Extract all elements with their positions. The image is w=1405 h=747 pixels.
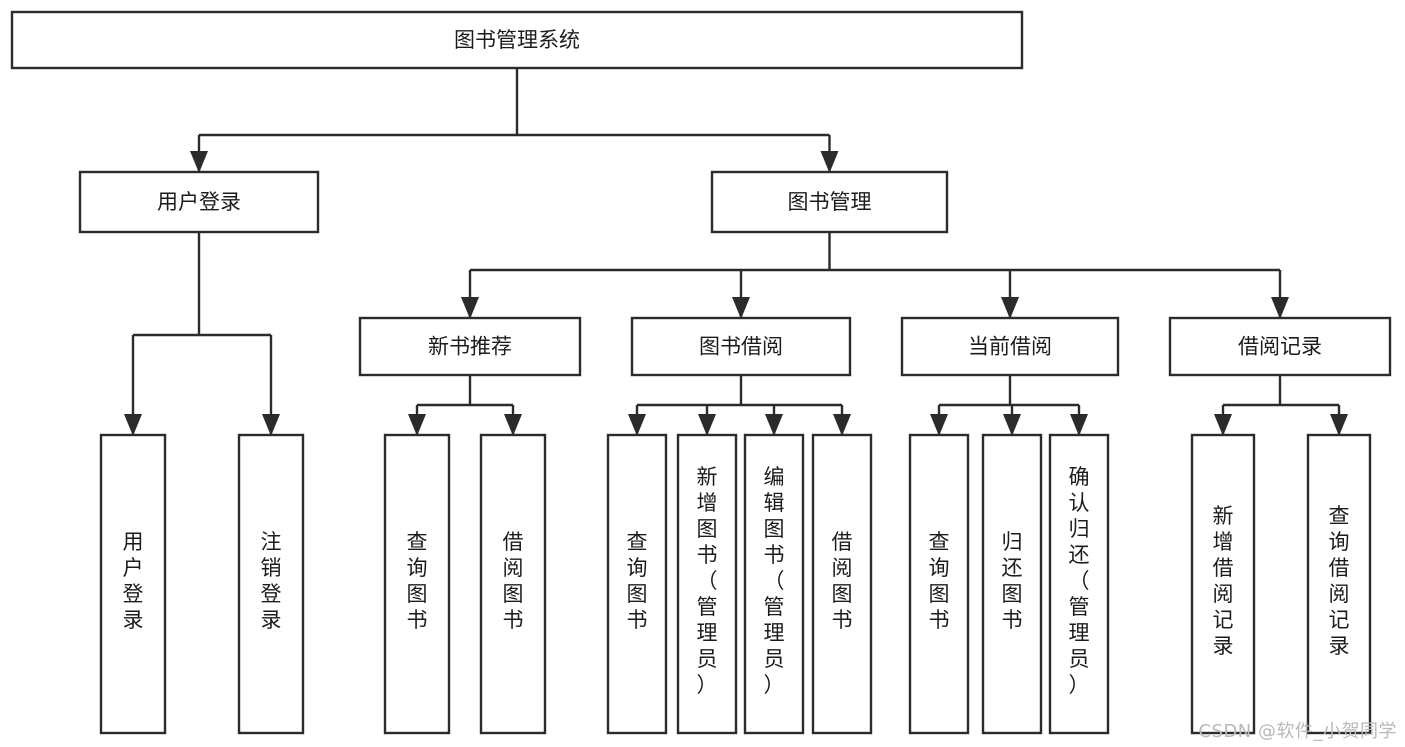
arrow-head-icon	[190, 151, 208, 173]
arrow-head-icon	[1271, 297, 1289, 319]
arrow-head-icon	[461, 297, 479, 319]
node-label: 图书管理	[788, 190, 872, 214]
node-leaf-9[interactable]: 查询图书	[908, 433, 970, 735]
node-label: 图书借阅	[699, 335, 783, 359]
node-category-3[interactable]: 当前借阅	[900, 316, 1120, 377]
node-label: 用户登录	[123, 530, 144, 632]
node-label: 确认归还（管理员）	[1069, 465, 1090, 697]
node-label: 新增借阅记录	[1213, 504, 1234, 658]
node-leaf-4[interactable]: 借阅图书	[479, 433, 547, 735]
node-book-management[interactable]: 图书管理	[710, 170, 949, 234]
arrow-head-icon	[408, 414, 426, 436]
arrow-head-icon	[1001, 297, 1019, 319]
node-label: 注销登录	[261, 530, 282, 632]
node-category-4[interactable]: 借阅记录	[1168, 316, 1392, 377]
arrow-head-icon	[1214, 414, 1232, 436]
arrow-head-icon	[698, 414, 716, 436]
node-label: 查询图书	[929, 530, 950, 632]
arrow-head-icon	[1330, 414, 1348, 436]
node-user-login[interactable]: 用户登录	[78, 170, 320, 234]
arrow-head-icon	[732, 297, 750, 319]
arrow-head-icon	[628, 414, 646, 436]
arrow-head-icon	[820, 151, 839, 173]
node-leaf-8[interactable]: 借阅图书	[811, 433, 873, 735]
node-leaf-13[interactable]: 查询借阅记录	[1306, 433, 1372, 735]
arrow-head-icon	[1003, 414, 1021, 436]
node-label: 借阅图书	[832, 530, 853, 632]
node-label: 查询图书	[407, 530, 428, 632]
node-leaf-5[interactable]: 查询图书	[606, 433, 668, 735]
node-leaf-10[interactable]: 归还图书	[981, 433, 1043, 735]
node-leaf-1[interactable]: 用户登录	[99, 433, 167, 735]
node-root-book-management-system[interactable]: 图书管理系统	[10, 10, 1024, 70]
node-label: 新书推荐	[428, 335, 512, 359]
arrow-head-icon	[1070, 414, 1088, 436]
node-leaf-2[interactable]: 注销登录	[237, 433, 305, 735]
node-category-1[interactable]: 新书推荐	[358, 316, 582, 377]
node-label: 借阅图书	[503, 530, 524, 632]
node-label: 查询图书	[627, 530, 648, 632]
watermark-label: CSDN @软件_小贺同学	[1198, 721, 1397, 742]
node-leaf-11[interactable]: 确认归还（管理员）	[1048, 433, 1110, 735]
node-label: 新增图书（管理员）	[697, 465, 718, 697]
arrow-head-icon	[765, 414, 783, 436]
node-label: 图书管理系统	[454, 28, 580, 52]
arrow-head-icon	[262, 414, 280, 436]
node-category-2[interactable]: 图书借阅	[630, 316, 852, 377]
node-leaf-7[interactable]: 编辑图书（管理员）	[743, 433, 805, 735]
connectors-layer	[124, 68, 1348, 436]
node-leaf-3[interactable]: 查询图书	[383, 433, 451, 735]
arrow-head-icon	[504, 414, 522, 436]
arrow-head-icon	[124, 414, 142, 436]
arrow-head-icon	[930, 414, 948, 436]
nodes-layer: 图书管理系统用户登录图书管理新书推荐图书借阅当前借阅借阅记录用户登录注销登录查询…	[10, 10, 1392, 735]
node-leaf-12[interactable]: 新增借阅记录	[1190, 433, 1256, 735]
node-label: 查询借阅记录	[1329, 504, 1350, 658]
arrow-head-icon	[833, 414, 851, 436]
node-leaf-6[interactable]: 新增图书（管理员）	[676, 433, 738, 735]
node-label: 归还图书	[1002, 530, 1023, 632]
node-label: 借阅记录	[1238, 335, 1322, 359]
node-label: 当前借阅	[968, 335, 1052, 359]
node-label: 编辑图书（管理员）	[764, 465, 785, 697]
node-label: 用户登录	[157, 190, 241, 214]
